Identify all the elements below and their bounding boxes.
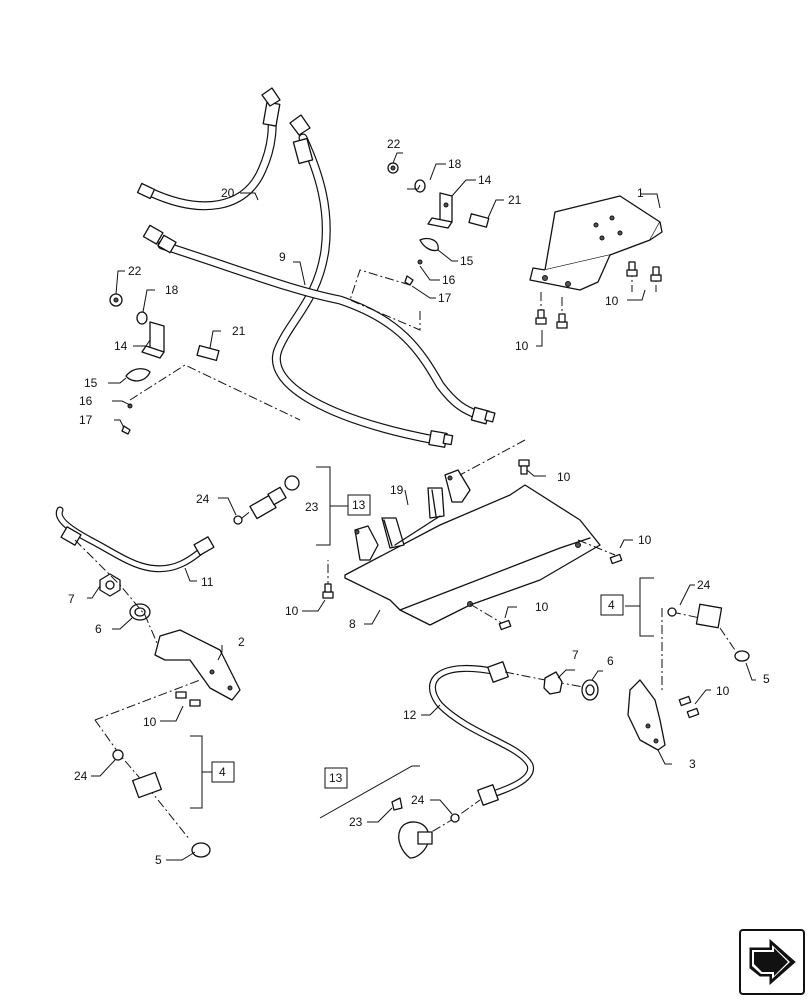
callout-14a: 14 (478, 173, 492, 187)
leader-lines (87, 152, 756, 861)
callout-14b: 14 (114, 339, 128, 353)
callout-box-4a (211, 761, 235, 783)
callout-10h: 10 (716, 684, 730, 698)
callout-23b: 23 (349, 815, 363, 829)
bolts-10-plate (322, 439, 623, 631)
callout-22a: 22 (387, 137, 401, 151)
callout-1: 1 (637, 186, 644, 200)
callout-10d: 10 (638, 533, 652, 547)
callout-21b: 21 (232, 324, 246, 338)
tube-11 (55, 506, 215, 573)
callout-24c: 24 (74, 769, 88, 783)
callout-23a: 23 (305, 500, 319, 514)
callout-15b: 15 (84, 376, 98, 390)
callout-9: 9 (279, 250, 286, 264)
callout-11: 11 (201, 575, 214, 589)
callout-24d: 24 (411, 793, 425, 807)
callout-15a: 15 (460, 254, 474, 268)
callout-19: 19 (390, 483, 404, 497)
callout-24b: 24 (697, 578, 711, 592)
clamp-group-upper (349, 162, 490, 331)
fitting-23-lower (391, 797, 481, 859)
callout-10c: 10 (557, 470, 571, 484)
callout-3: 3 (689, 757, 696, 771)
callout-labels: 1 2 3 4 4 5 5 6 6 7 7 8 9 10 10 10 10 10… (68, 137, 770, 867)
group-brackets (190, 466, 654, 809)
plate-8 (344, 469, 601, 626)
bracket-1 (529, 195, 663, 291)
nut-7-right (543, 671, 563, 695)
callout-7a: 7 (68, 592, 75, 606)
bracket-2 (154, 629, 241, 707)
callout-6a: 6 (95, 622, 102, 636)
callout-10g: 10 (143, 715, 157, 729)
bolts-10-right (535, 261, 662, 329)
nut-7-left (99, 573, 121, 597)
callout-box-13b (324, 767, 348, 789)
fitting-23-upper (233, 475, 300, 525)
clamp-group-left (109, 293, 301, 435)
callout-6b: 6 (607, 654, 614, 668)
callout-21a: 21 (508, 193, 522, 207)
callout-4a: 4 (219, 765, 226, 779)
callout-17a: 17 (438, 291, 452, 305)
ring-6-right (581, 679, 599, 701)
hose-9b (142, 224, 496, 425)
callout-20: 20 (221, 186, 235, 200)
callout-13b: 13 (329, 771, 343, 785)
callout-2: 2 (238, 635, 245, 649)
callout-22b: 22 (128, 264, 142, 278)
callout-7b: 7 (572, 648, 579, 662)
callout-24a: 24 (196, 492, 210, 506)
callout-10f: 10 (535, 600, 549, 614)
callout-18a: 18 (448, 157, 462, 171)
callout-16b: 16 (79, 394, 93, 408)
fitting-4-right (661, 603, 750, 690)
callout-18b: 18 (165, 283, 179, 297)
callout-10b: 10 (515, 339, 529, 353)
callout-5b: 5 (763, 672, 770, 686)
callout-10e: 10 (285, 604, 299, 618)
next-page-arrow-icon[interactable] (739, 929, 805, 995)
bracket-3 (627, 679, 700, 751)
callout-8: 8 (349, 617, 356, 631)
ring-6-left (129, 603, 151, 621)
callout-box-13a (347, 494, 371, 516)
tube-12 (429, 661, 534, 806)
callout-box-4b (600, 594, 624, 616)
hose-20 (136, 87, 281, 211)
callout-5a: 5 (155, 853, 162, 867)
callout-17b: 17 (79, 413, 93, 427)
callout-10a: 10 (605, 294, 619, 308)
callout-12: 12 (403, 708, 417, 722)
hose-9a (271, 114, 454, 448)
callout-13a: 13 (352, 498, 366, 512)
callout-16a: 16 (442, 273, 456, 287)
callout-4b: 4 (608, 598, 615, 612)
fitting-4-left (94, 679, 211, 858)
